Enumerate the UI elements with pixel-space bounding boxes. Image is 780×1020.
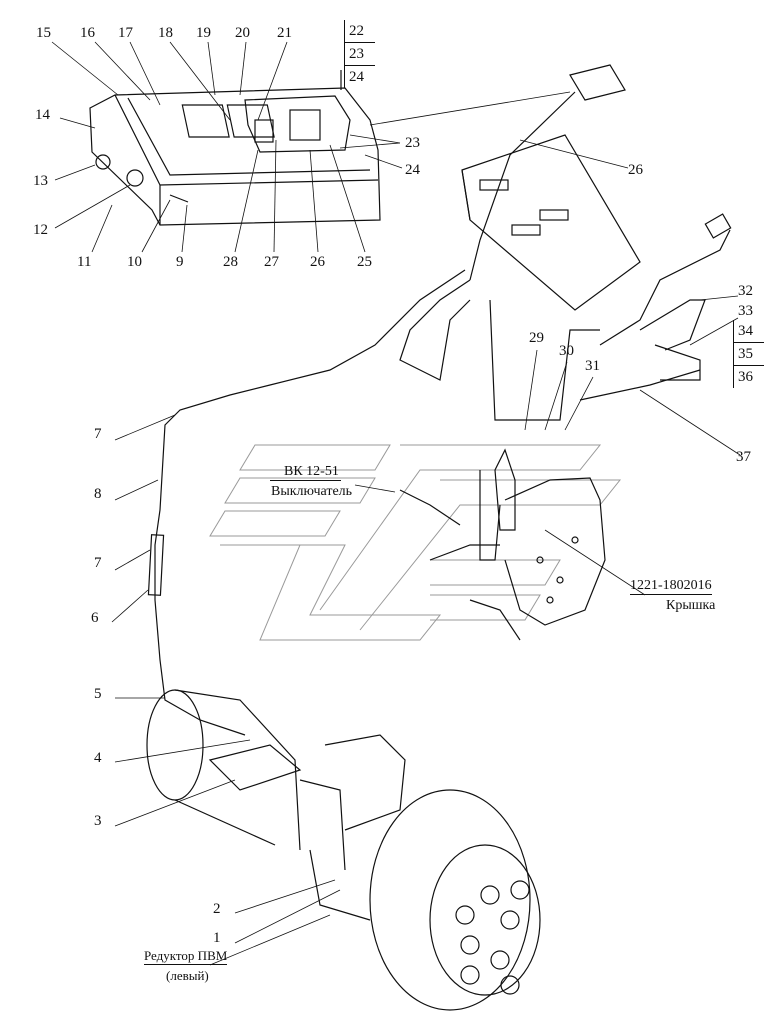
callout-1: 1	[213, 930, 221, 946]
callout-26: 26	[310, 254, 325, 270]
callout-2: 2	[213, 901, 221, 917]
callout-20: 20	[235, 25, 250, 41]
console-drawing	[399, 64, 732, 421]
callout-30: 30	[559, 343, 574, 359]
callout-27: 27	[264, 254, 279, 270]
callout-17: 17	[118, 25, 133, 41]
callout-10: 10	[127, 254, 142, 270]
callout-16: 16	[80, 25, 95, 41]
callout-19: 19	[196, 25, 211, 41]
callout-14: 14	[35, 107, 50, 123]
callout-23: 23	[345, 42, 375, 65]
callout-18: 18	[158, 25, 173, 41]
switch-code-caption: ВК 12-51	[270, 464, 341, 481]
callout-3: 3	[94, 813, 102, 829]
callout-6: 6	[91, 610, 99, 626]
cover-name-caption: Крышка	[666, 598, 716, 613]
callout-36: 36	[734, 365, 764, 388]
callout-7-upper: 7	[94, 426, 102, 442]
callout-8: 8	[94, 486, 102, 502]
callout-stack-22-24: 22 23 24	[344, 20, 375, 88]
reducer-side-caption: (левый)	[166, 968, 209, 983]
callout-22: 22	[349, 23, 364, 39]
callout-15: 15	[36, 25, 51, 41]
callout-13: 13	[33, 173, 48, 189]
switch-name-caption: Выключатель	[271, 484, 353, 499]
reducer-drawing	[146, 689, 541, 1011]
callout-23-right: 23	[405, 135, 420, 151]
callout-24-right: 24	[405, 162, 420, 178]
cover-code-caption: 1221-1802016	[630, 578, 712, 595]
callout-33: 33	[738, 303, 753, 319]
callout-stack-34-36: 34 35 36	[733, 320, 764, 388]
reducer-name-caption: Редуктор ПВМ	[144, 948, 228, 965]
callout-35: 35	[734, 342, 764, 365]
callout-24: 24	[345, 65, 375, 88]
callout-32: 32	[738, 283, 753, 299]
callout-37: 37	[736, 449, 751, 465]
callout-29: 29	[529, 330, 544, 346]
switch-panel-drawing	[89, 70, 381, 226]
callout-9: 9	[176, 254, 184, 270]
cable-drawing	[147, 269, 466, 736]
cover-drawing	[399, 448, 606, 641]
callout-11: 11	[77, 254, 92, 270]
callout-21: 21	[277, 25, 292, 41]
callout-26-console: 26	[628, 162, 643, 178]
callout-4: 4	[94, 750, 102, 766]
callout-34: 34	[738, 323, 753, 339]
callout-5: 5	[94, 686, 102, 702]
callout-28: 28	[223, 254, 238, 270]
leader-lines	[51, 41, 741, 966]
callout-12: 12	[33, 222, 48, 238]
callout-31: 31	[585, 358, 600, 374]
callout-7-lower: 7	[94, 555, 102, 571]
callout-25: 25	[357, 254, 372, 270]
